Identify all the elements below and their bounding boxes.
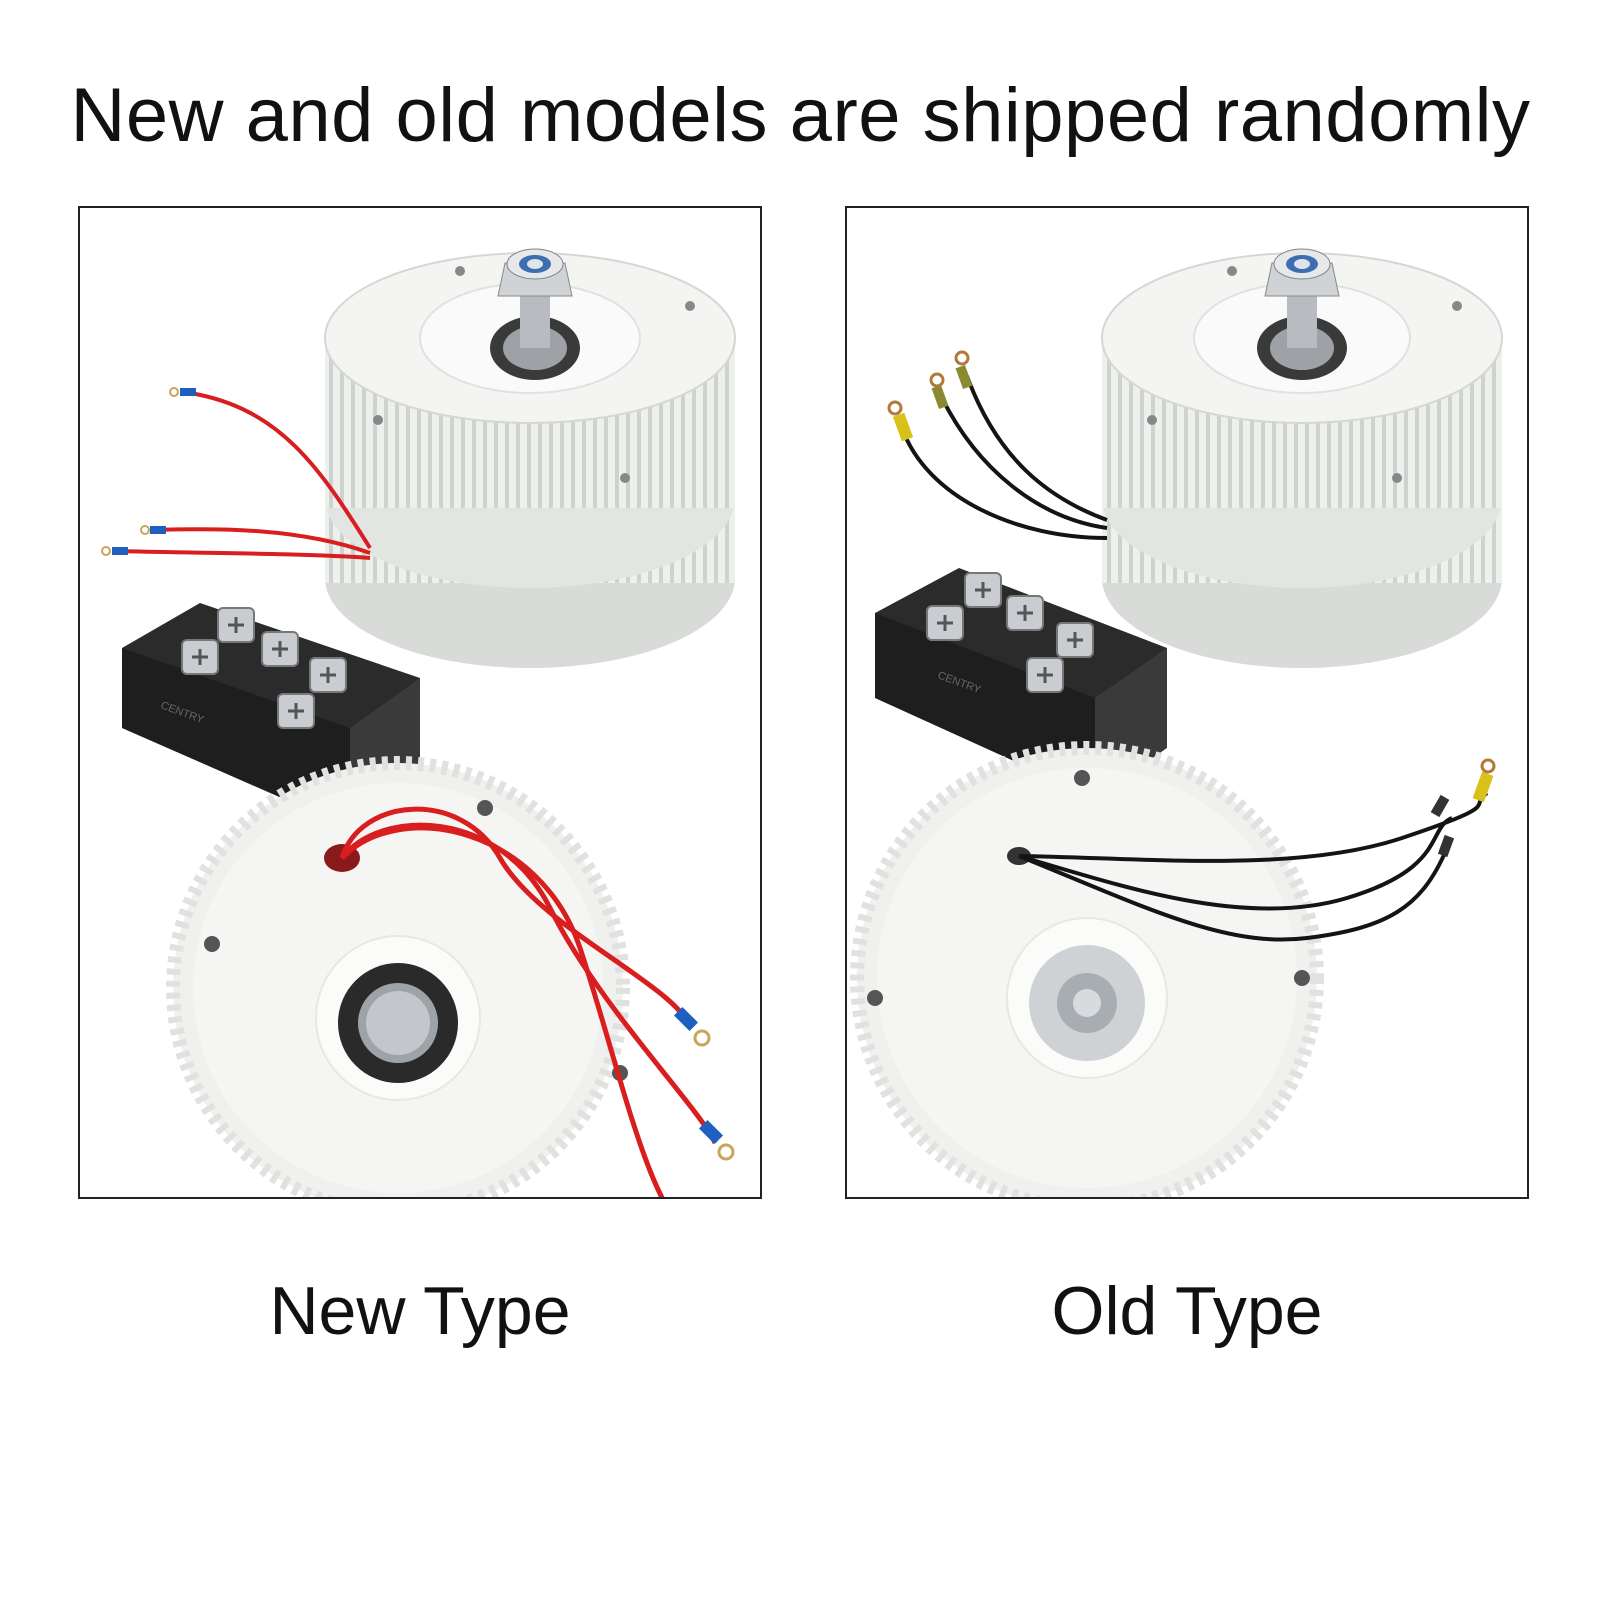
- generator-back-view: [850, 741, 1496, 1197]
- shaft-bearing: [1257, 248, 1347, 380]
- generator-back-view: [166, 756, 735, 1197]
- headline: New and old models are shipped randomly: [70, 73, 1531, 158]
- old-type-illustration: CENTRY: [850, 248, 1503, 1197]
- new-type-caption: New Type: [269, 1273, 571, 1349]
- wire-connector: [180, 388, 196, 396]
- generator-wires: [101, 387, 372, 560]
- new-type-panel: CENTRY: [78, 206, 762, 1199]
- wire-connector: [112, 547, 128, 555]
- generator-wires: [887, 350, 1108, 540]
- old-type-caption: Old Type: [1051, 1273, 1323, 1349]
- new-type-illustration: CENTRY: [101, 248, 736, 1197]
- old-type-panel: CENTRY: [845, 206, 1529, 1199]
- wire-connector: [150, 526, 166, 534]
- shaft-bearing: [490, 248, 580, 380]
